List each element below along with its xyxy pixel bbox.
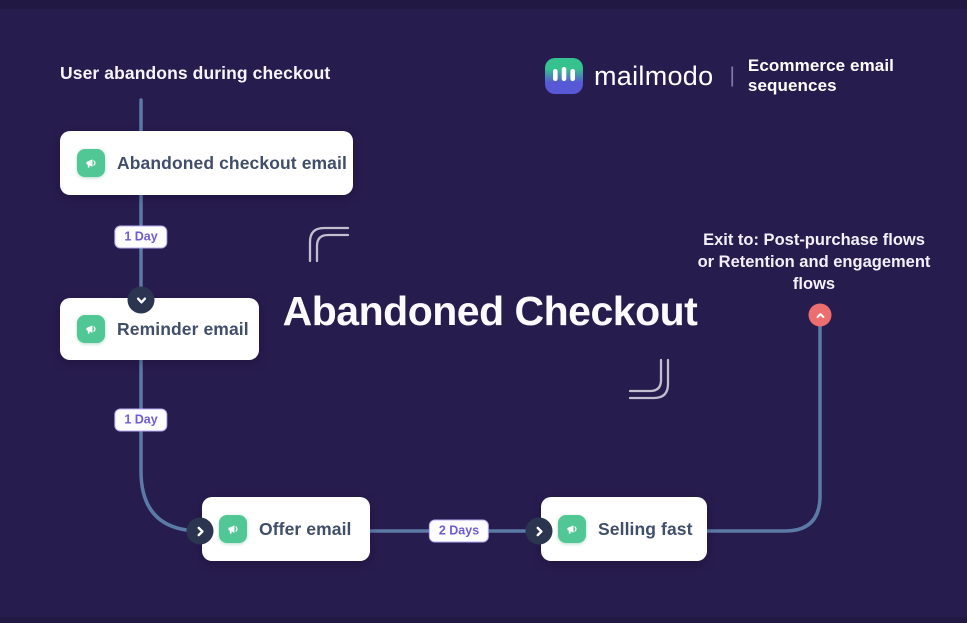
brand-header: mailmodo | Ecommerce email sequences	[545, 56, 967, 96]
flow-node-abandoned-checkout-email[interactable]: Abandoned checkout email	[60, 131, 353, 195]
mailmodo-logo-icon	[545, 58, 583, 94]
start-condition-label: User abandons during checkout	[60, 63, 331, 83]
brand-divider: |	[729, 64, 735, 87]
megaphone-icon	[219, 515, 247, 543]
node-label: Selling fast	[598, 518, 693, 539]
node-label: Offer email	[259, 518, 352, 539]
chevron-down-icon	[127, 286, 155, 314]
chevron-up-icon exit-marker	[808, 303, 832, 327]
brand-wordmark: mailmodo	[594, 60, 714, 91]
flow-node-reminder-email[interactable]: Reminder email	[60, 298, 259, 360]
megaphone-icon	[77, 149, 105, 177]
delay-badge-1: 1 Day	[114, 225, 168, 249]
corner-bracket-bottom-right-icon	[628, 358, 672, 405]
node-label: Abandoned checkout email	[117, 152, 347, 173]
chevron-right-icon	[525, 517, 553, 545]
delay-badge-2: 1 Day	[114, 408, 168, 432]
megaphone-icon	[558, 515, 586, 543]
page-title: Abandoned Checkout	[282, 288, 698, 334]
chevron-right-icon	[186, 517, 214, 545]
megaphone-icon	[77, 315, 105, 343]
connector-selling-to-exit	[705, 324, 822, 533]
exit-note: Exit to: Post-purchase flows or Retentio…	[697, 231, 931, 293]
delay-badge-3: 2 Days	[428, 519, 490, 543]
brand-tagline: Ecommerce email sequences	[747, 56, 895, 95]
flow-node-offer-email[interactable]: Offer email	[202, 497, 370, 561]
node-label: Reminder email	[117, 318, 249, 339]
flow-node-selling-fast[interactable]: Selling fast	[541, 497, 707, 561]
corner-bracket-top-left-icon	[308, 226, 352, 267]
